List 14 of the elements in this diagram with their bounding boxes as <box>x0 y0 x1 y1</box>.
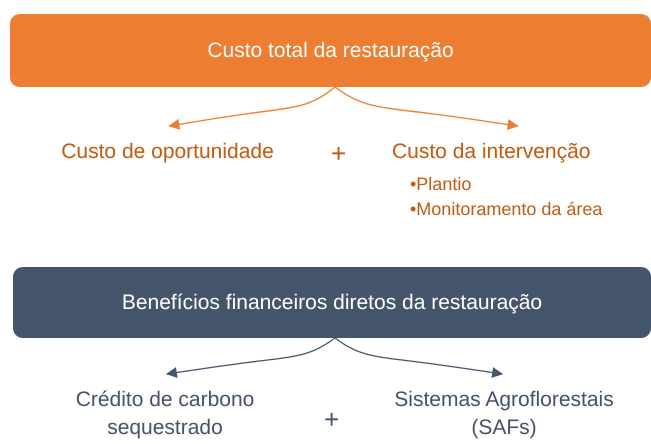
heading-text: Custo da intervenção <box>392 139 592 165</box>
header-box: Benefícios financeiros diretos da restauração <box>13 267 651 338</box>
curved-arrow <box>334 337 504 378</box>
plus-sign: + <box>324 404 340 435</box>
bullet-item: •Monitoramento da área <box>410 198 604 221</box>
plus-sign: + <box>331 138 346 169</box>
heading-text: Crédito de carbono sequestrado <box>74 387 256 441</box>
header-box: Custo total da restauração <box>10 14 651 87</box>
curved-arrow <box>166 337 336 378</box>
heading-text: Sistemas Agroflorestais (SAFs) <box>393 387 615 441</box>
curved-arrow <box>334 86 519 130</box>
bullet-item: •Plantio <box>410 173 472 196</box>
curved-arrow <box>168 86 336 130</box>
heading-text: Custo de oportunidade <box>60 139 275 165</box>
